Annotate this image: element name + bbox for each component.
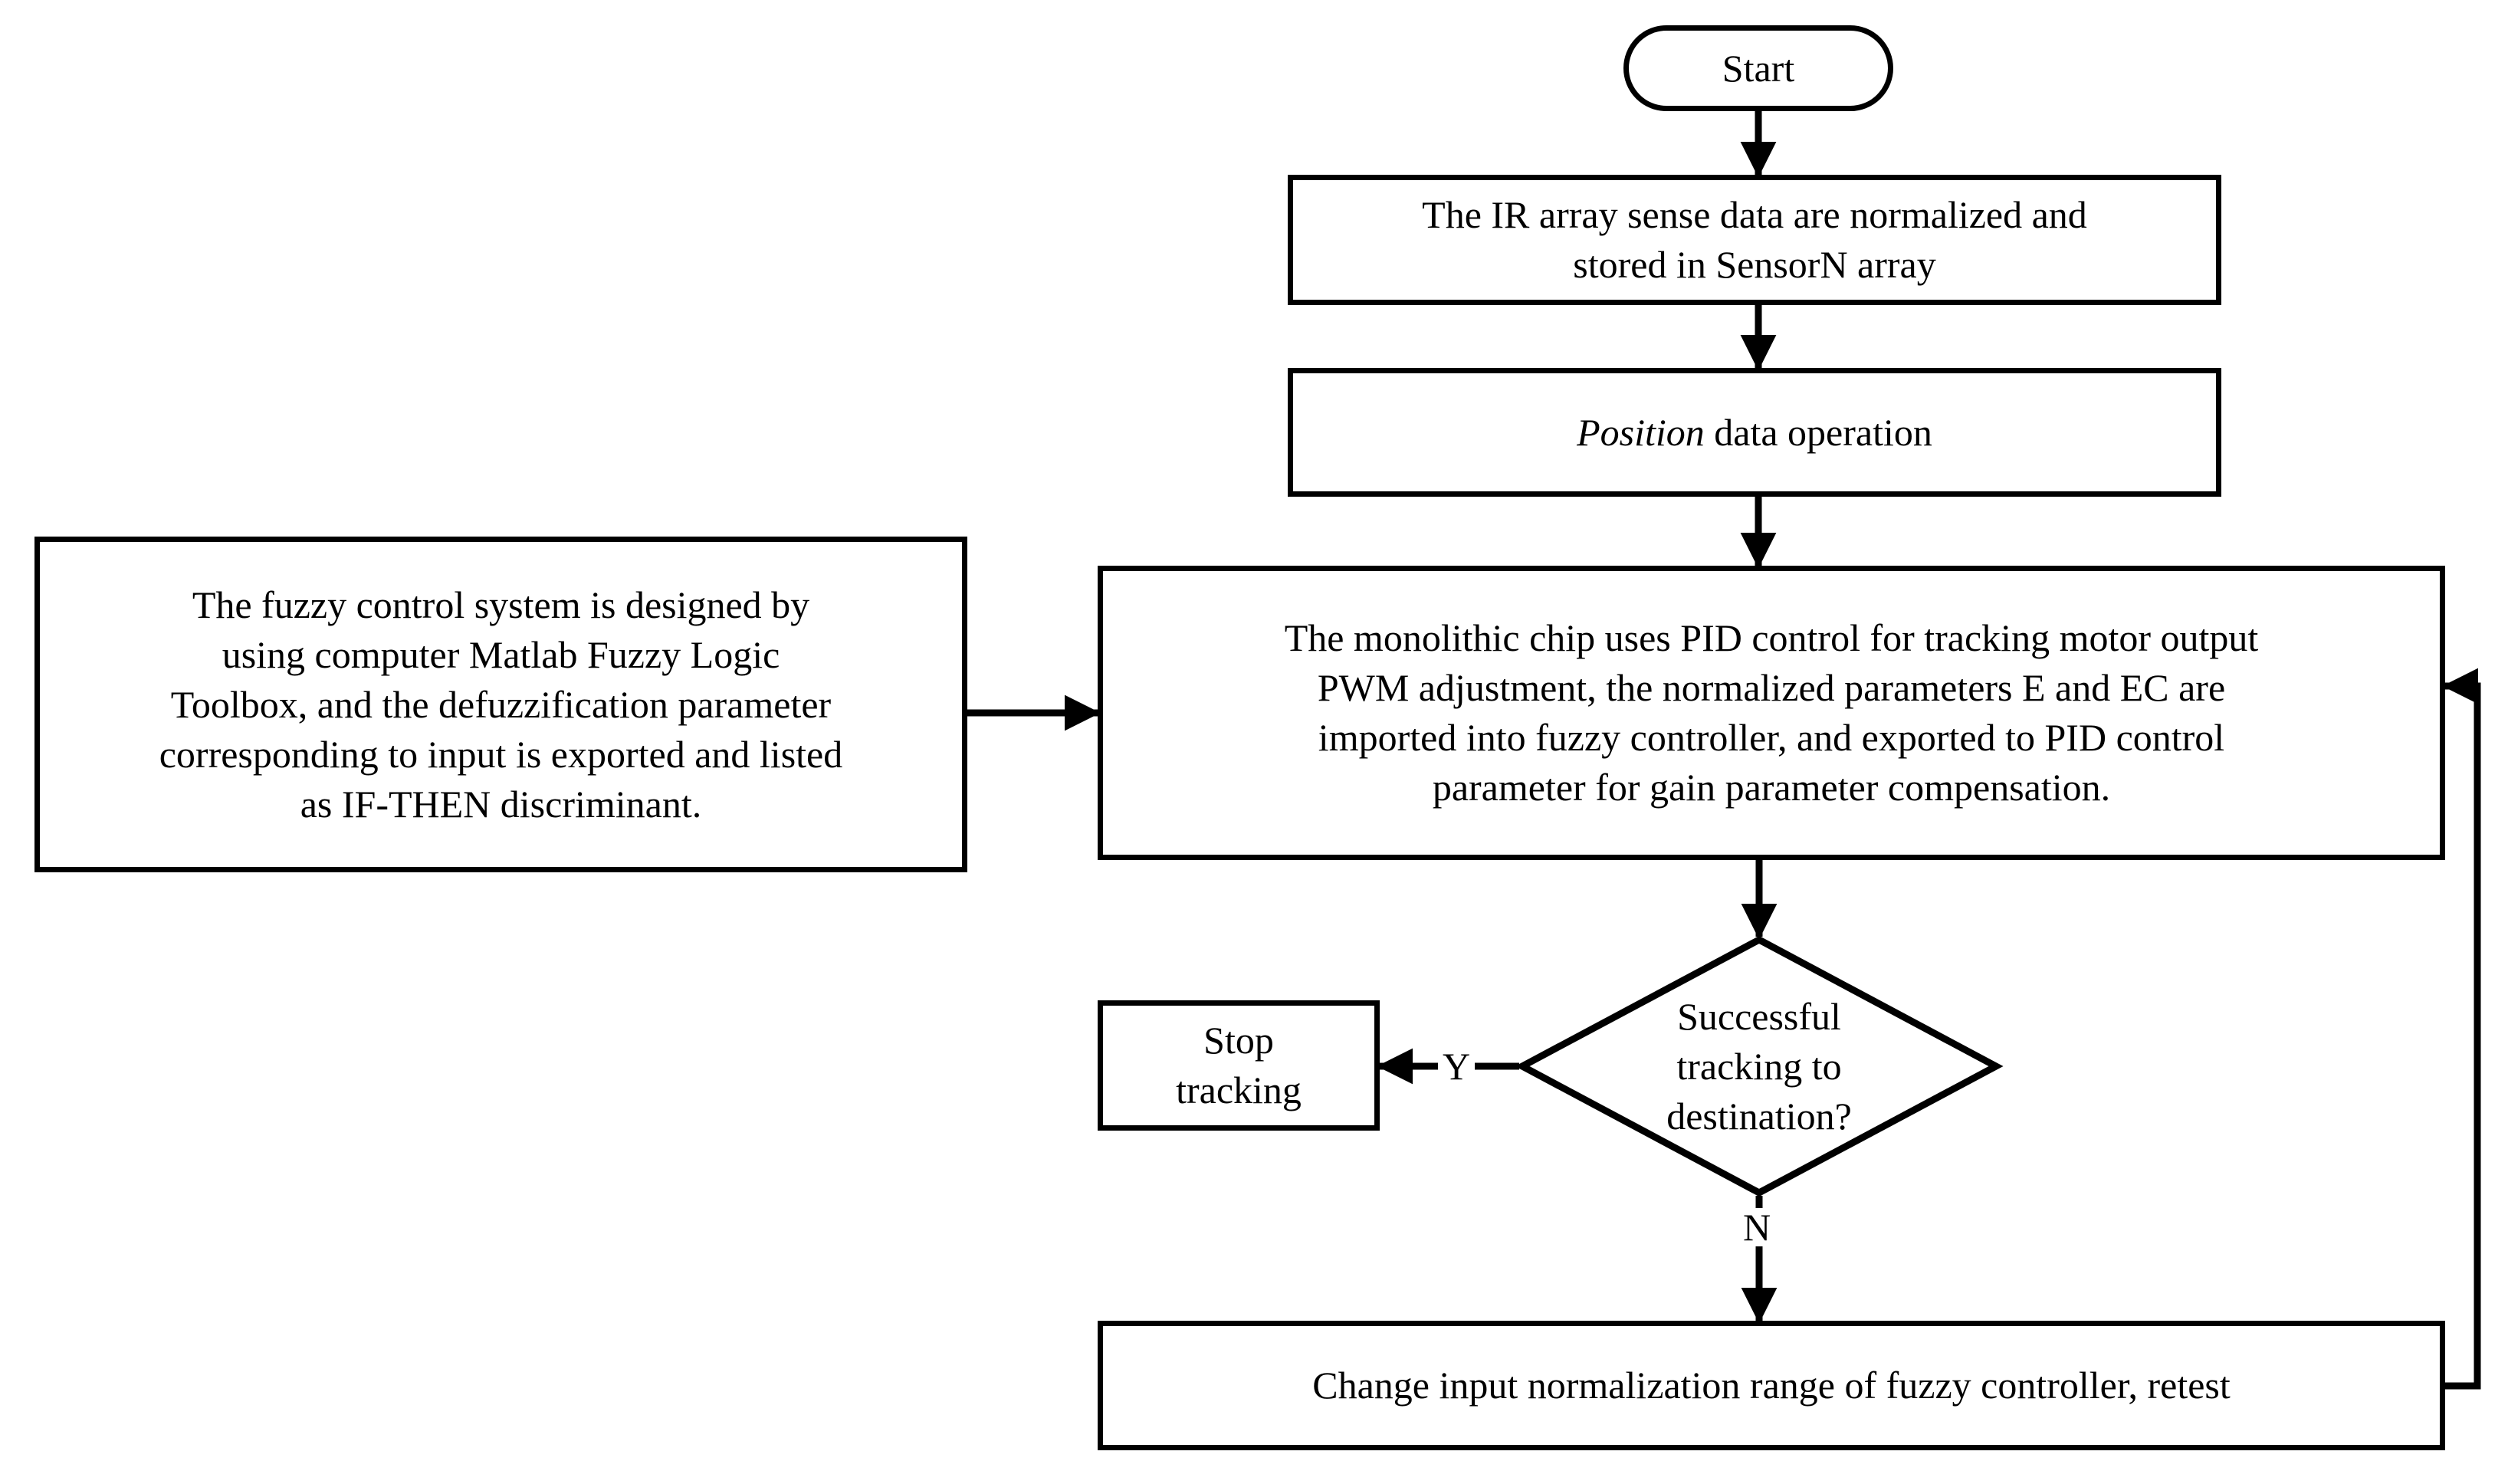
node-sensor-normalize[interactable]: The IR array sense data are normalized a… <box>1288 175 2221 305</box>
node-decision-line3: destination? <box>1666 1094 1852 1138</box>
node-pid-line2: PWM adjustment, the normalized parameter… <box>1317 666 2226 709</box>
node-sensor-line2: stored in SensorN array <box>1573 243 1936 286</box>
node-stop-line2: tracking <box>1176 1069 1302 1111</box>
node-fuzzy-label: The fuzzy control system is designed by … <box>40 580 962 829</box>
node-decision-tracking-success[interactable]: Successful tracking to destination? <box>1515 935 2004 1197</box>
node-start-label: Start <box>1722 46 1795 90</box>
node-stop-line1: Stop <box>1203 1019 1274 1062</box>
node-pid-line1: The monolithic chip uses PID control for… <box>1284 616 2259 659</box>
node-fuzzy-design-matlab[interactable]: The fuzzy control system is designed by … <box>34 537 967 872</box>
node-change-label: Change input normalization range of fuzz… <box>1312 1364 2231 1407</box>
node-position-rest: data operation <box>1704 410 1932 454</box>
node-fuzzy-line4: corresponding to input is exported and l… <box>159 732 843 776</box>
edge-change-to-pid-feedback <box>2442 668 2481 1390</box>
node-fuzzy-line1: The fuzzy control system is designed by <box>192 583 810 626</box>
node-position-data-operation[interactable]: Position data operation <box>1288 368 2221 497</box>
node-start-terminator[interactable]: Start <box>1623 25 1893 111</box>
node-sensor-label: The IR array sense data are normalized a… <box>1293 190 2216 290</box>
node-pid-label: The monolithic chip uses PID control for… <box>1103 613 2440 813</box>
node-fuzzy-line5: as IF-THEN discriminant. <box>300 782 702 826</box>
node-decision-label: Successful tracking to destination? <box>1519 937 1999 1196</box>
node-pid-fuzzy-control[interactable]: The monolithic chip uses PID control for… <box>1098 566 2445 860</box>
node-change-normalization-range[interactable]: Change input normalization range of fuzz… <box>1098 1321 2445 1450</box>
decision-diamond-shape <box>1515 935 2004 1197</box>
node-fuzzy-line2: using computer Matlab Fuzzy Logic <box>222 632 780 676</box>
node-position-label: Position data operation <box>1293 408 2216 458</box>
node-decision-line2: tracking to <box>1676 1044 1842 1088</box>
node-sensor-line1: The IR array sense data are normalized a… <box>1422 193 2087 236</box>
edge-label-yes: Y <box>1438 1047 1476 1085</box>
node-position-emphasis: Position <box>1577 410 1705 454</box>
node-fuzzy-line3: Toolbox, and the defuzzification paramet… <box>170 682 832 726</box>
node-stop-label: Stop tracking <box>1103 1016 1374 1115</box>
node-decision-line1: Successful <box>1677 994 1841 1038</box>
node-stop-tracking[interactable]: Stop tracking <box>1098 1000 1380 1131</box>
node-pid-line4: parameter for gain parameter compensatio… <box>1432 766 2111 809</box>
edge-label-no: N <box>1738 1208 1776 1246</box>
node-pid-line3: imported into fuzzy controller, and expo… <box>1318 716 2225 759</box>
